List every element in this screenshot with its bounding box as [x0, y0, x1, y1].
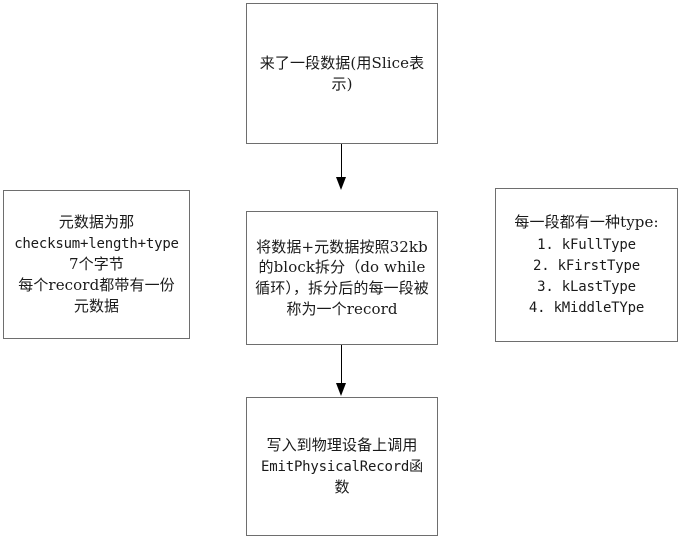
metadata-line-5: 元数据 [73, 296, 120, 315]
node-metadata-note[interactable]: 元数据为那 checksum+length+type 7个字节 每个record… [3, 190, 190, 339]
record-type-item: 2. kFirstType [533, 257, 640, 274]
metadata-line-1: 元数据为那 [58, 213, 135, 232]
record-types-header: 每一段都有一种type: [514, 212, 659, 231]
node-incoming-data[interactable]: 来了一段数据(用Slice表示) [246, 3, 438, 144]
node-emit-physical-record[interactable]: 写入到物理设备上调用 EmitPhysicalRecord函 数 [246, 397, 438, 536]
node-split-blocks-label: 将数据+元数据按照32kb的block拆分（do while循环），拆分后的每一… [255, 237, 429, 318]
emit-line-2: EmitPhysicalRecord函 [261, 458, 423, 475]
node-split-blocks[interactable]: 将数据+元数据按照32kb的block拆分（do while循环），拆分后的每一… [246, 211, 438, 345]
arrow-head-icon [336, 383, 346, 396]
metadata-line-2: checksum+length+type [14, 236, 179, 253]
node-incoming-data-label: 来了一段数据(用Slice表示) [259, 53, 425, 93]
node-metadata-note-body: 元数据为那 checksum+length+type 7个字节 每个record… [4, 212, 189, 316]
record-types-list: 1. kFullType 2. kFirstType 3. kLastType … [500, 235, 673, 319]
emit-line-1: 写入到物理设备上调用 [266, 436, 418, 455]
arrow-head-icon [336, 177, 346, 190]
record-type-item: 4. kMiddleTYpe [528, 299, 645, 316]
node-record-types[interactable]: 每一段都有一种type: 1. kFullType 2. kFirstType … [495, 188, 678, 342]
node-record-types-body: 每一段都有一种type: 1. kFullType 2. kFirstType … [496, 212, 677, 319]
arrow-shaft [341, 345, 342, 384]
metadata-line-3: 7个字节 [69, 255, 124, 274]
record-type-item: 1. kFullType [537, 236, 636, 253]
metadata-line-4: 每个record都带有一份 [18, 276, 175, 295]
node-emit-physical-record-body: 写入到物理设备上调用 EmitPhysicalRecord函 数 [247, 435, 437, 498]
record-type-item: 3. kLastType [537, 278, 636, 295]
emit-line-3: 数 [334, 478, 350, 497]
arrow-shaft [341, 144, 342, 178]
